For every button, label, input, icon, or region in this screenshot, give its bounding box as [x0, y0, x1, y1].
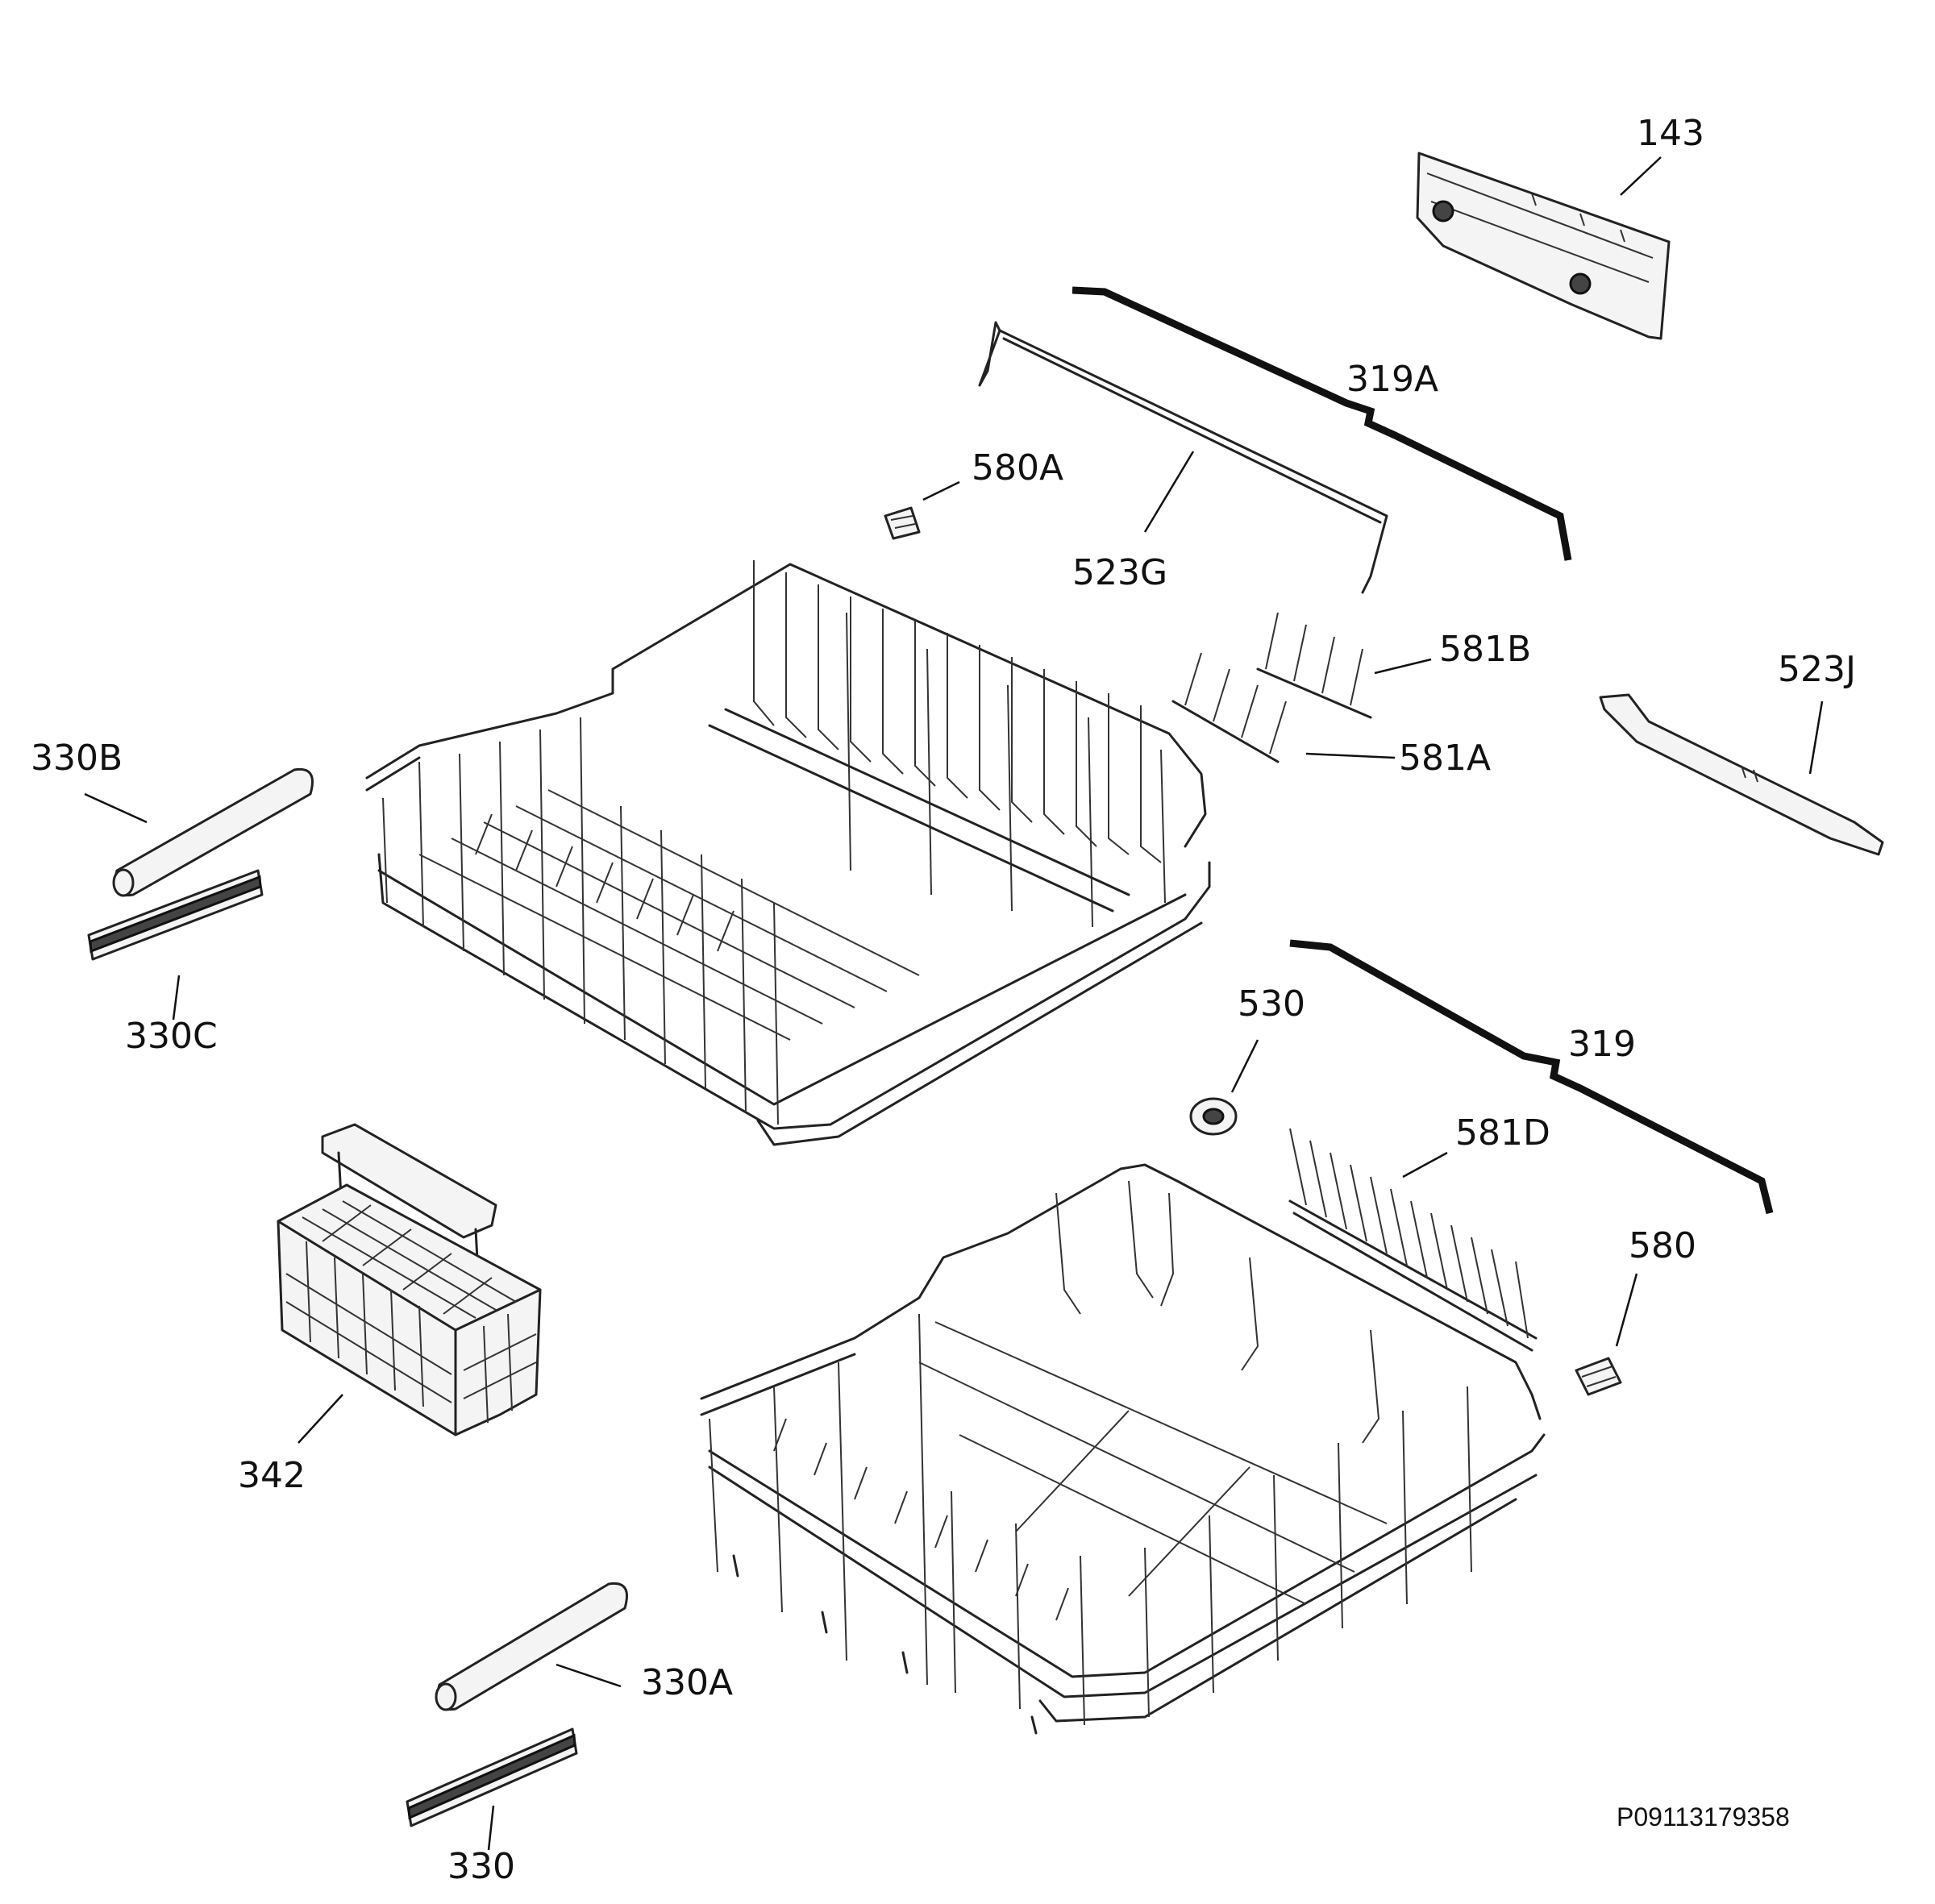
part-523G-rod [978, 321, 1388, 594]
leader-342 [298, 1394, 343, 1444]
leader-581D [1402, 1151, 1448, 1179]
leader-580A [922, 480, 960, 501]
part-530-wheel [1189, 1097, 1238, 1136]
leader-330 [487, 1805, 495, 1851]
label-330: 330 [447, 1846, 515, 1887]
leader-330B [84, 792, 148, 824]
label-330B: 330B [31, 738, 123, 779]
part-581D-insert [1288, 1128, 1538, 1352]
leader-523G [1143, 451, 1195, 533]
part-330B-cover [112, 767, 314, 897]
document-id: P09113179358 [1617, 1802, 1790, 1831]
part-upper-rack [365, 560, 1211, 1146]
leader-581A [1305, 752, 1396, 759]
part-523J-rail-bracket [1599, 693, 1884, 856]
leader-581B [1374, 658, 1432, 675]
leader-330C [172, 975, 181, 1021]
part-580-clip [1575, 1357, 1622, 1396]
label-580: 580 [1629, 1225, 1696, 1266]
leader-580 [1615, 1273, 1638, 1347]
label-319A: 319A [1346, 359, 1438, 400]
part-342-cutlery-basket [277, 1123, 542, 1436]
leader-523J [1808, 700, 1824, 775]
part-581A-insert [1171, 652, 1287, 763]
part-330A-cover [435, 1582, 628, 1711]
part-330C-strip [87, 869, 264, 961]
label-330C: 330C [125, 1016, 218, 1057]
label-581B: 581B [1439, 629, 1531, 670]
label-523G: 523G [1072, 552, 1167, 593]
label-580A: 580A [972, 447, 1063, 488]
label-342: 342 [238, 1455, 306, 1496]
part-319A-rail [1072, 286, 1572, 561]
label-581A: 581A [1399, 738, 1491, 779]
label-523J: 523J [1778, 649, 1856, 690]
leader-143 [1620, 156, 1662, 196]
label-530: 530 [1238, 983, 1305, 1025]
part-580A-clip [884, 506, 921, 540]
leader-530 [1230, 1039, 1259, 1093]
label-581D: 581D [1455, 1112, 1550, 1154]
leader-330A [556, 1663, 622, 1688]
label-319: 319 [1568, 1024, 1636, 1065]
part-lower-rack [700, 1163, 1546, 1735]
part-319-rail [1289, 939, 1774, 1215]
part-330-strip [406, 1727, 578, 1827]
part-581B-insert [1256, 612, 1372, 719]
part-143-bracket [1416, 152, 1671, 340]
label-330A: 330A [641, 1662, 733, 1703]
label-143: 143 [1637, 113, 1704, 154]
